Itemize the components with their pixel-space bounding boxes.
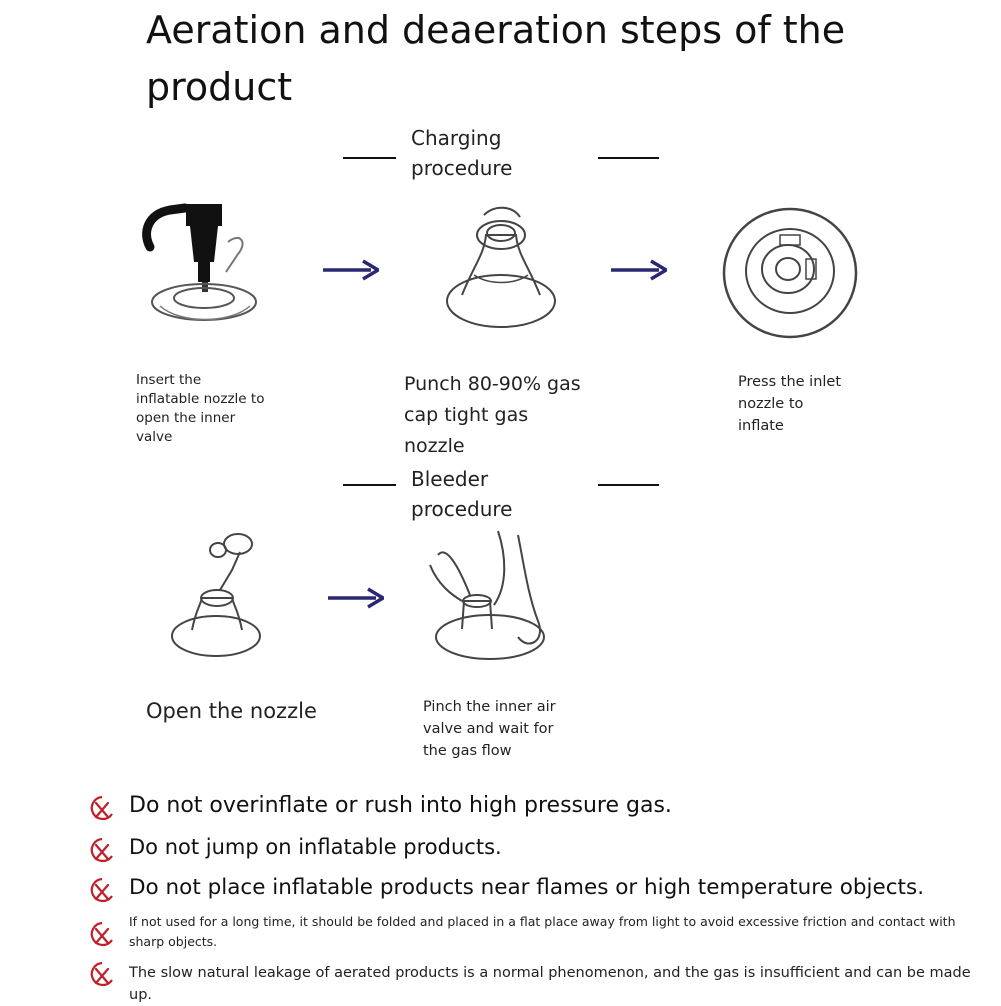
warning-4-text: If not used for a long time, it should b… bbox=[129, 914, 956, 949]
pump-nozzle-valve-icon bbox=[140, 202, 260, 337]
warning-3-text: Do not place inflatable products near fl… bbox=[129, 875, 925, 900]
page-title: Aeration and deaeration steps of the pro… bbox=[146, 8, 846, 109]
charging-step-1-text: Insert the inflatable nozzle to open the… bbox=[136, 372, 265, 445]
heading-rule-right bbox=[598, 484, 659, 486]
valve-cap-icon bbox=[444, 205, 559, 333]
prohibited-x-icon bbox=[88, 920, 116, 950]
bleeder-step-1-text: Open the nozzle bbox=[146, 699, 317, 723]
arrow-icon bbox=[323, 259, 379, 281]
charging-step-2-text: Punch 80-90% gas cap tight gas nozzle bbox=[404, 373, 581, 457]
bleeder-heading: Bleeder procedure bbox=[411, 467, 513, 521]
charging-step-3-text: Press the inlet nozzle to inflate bbox=[738, 374, 842, 434]
prohibited-x-icon bbox=[88, 794, 116, 824]
warning-2-text: Do not jump on inflatable products. bbox=[129, 835, 502, 859]
prohibited-x-icon bbox=[88, 836, 116, 866]
prohibited-x-icon bbox=[88, 876, 116, 906]
bleeder-step-2-text: Pinch the inner air valve and wait for t… bbox=[423, 699, 556, 759]
warning-1-text: Do not overinflate or rush into high pre… bbox=[129, 793, 672, 818]
arrow-icon bbox=[328, 587, 384, 609]
arrow-icon bbox=[611, 259, 667, 281]
prohibited-x-icon bbox=[88, 960, 116, 990]
heading-rule-left bbox=[343, 484, 396, 486]
pinch-valve-icon bbox=[428, 525, 563, 670]
valve-top-view-icon bbox=[720, 205, 860, 340]
warning-5-text: The slow natural leakage of aerated prod… bbox=[129, 965, 971, 1003]
charging-heading: Charging procedure bbox=[411, 126, 513, 180]
heading-rule-left bbox=[343, 157, 396, 159]
open-valve-icon bbox=[170, 530, 270, 670]
heading-rule-right bbox=[598, 157, 659, 159]
